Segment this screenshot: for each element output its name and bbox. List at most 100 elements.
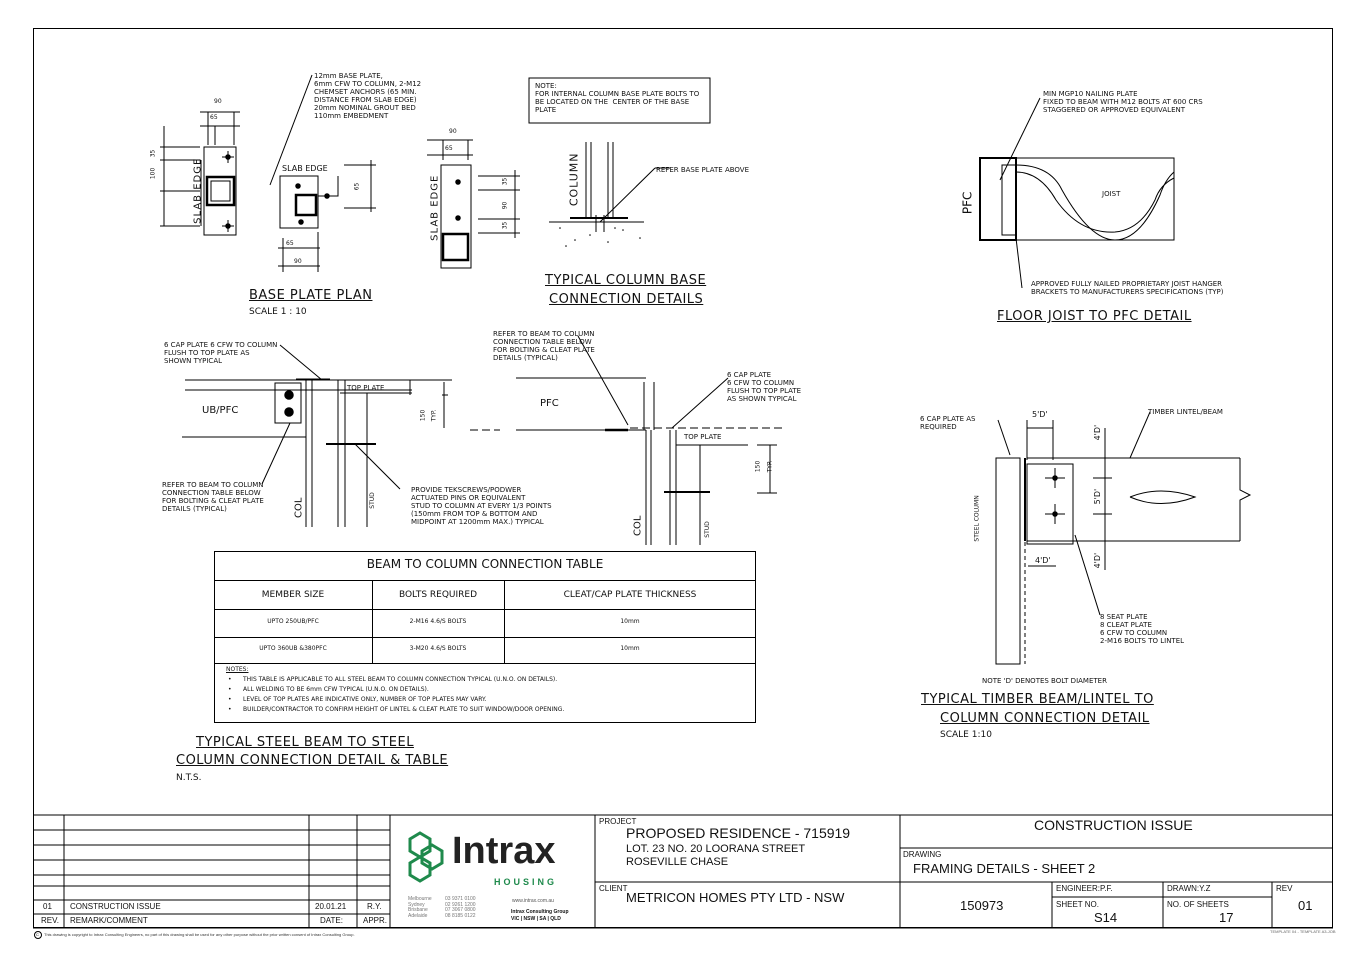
table-row-2-bolts: 3-M20 4.6/S BOLTS bbox=[409, 645, 467, 652]
client-name: METRICON HOMES PTY LTD - NSW bbox=[626, 890, 845, 905]
dim-65c: 65 bbox=[353, 182, 361, 191]
base-plate-scale: SCALE 1 : 10 bbox=[249, 307, 307, 317]
floor-joist-note-top: MIN MGP10 NAILING PLATE FIXED TO BEAM WI… bbox=[1043, 90, 1203, 115]
dim-4d-v-top: 4'D' bbox=[1093, 424, 1103, 441]
drawing-label: DRAWING bbox=[903, 850, 942, 859]
rev-header-remark: REMARK/COMMENT bbox=[70, 916, 148, 925]
table-row-1-thickness: 10mm bbox=[620, 618, 640, 625]
sheet-no-label: SHEET NO. bbox=[1056, 900, 1099, 909]
refer-base-plate: REFER BASE PLATE ABOVE bbox=[656, 166, 750, 174]
slab-edge-label-3: SLAB EDGE bbox=[429, 174, 441, 241]
refer-note-1: REFER TO BEAM TO COLUMN CONNECTION TABLE… bbox=[162, 481, 264, 514]
steel-beam-title-2: COLUMN CONNECTION DETAIL & TABLE bbox=[176, 753, 449, 768]
th-bolts: BOLTS REQUIRED bbox=[398, 590, 478, 600]
drawing-name: FRAMING DETAILS - SHEET 2 bbox=[913, 861, 1096, 876]
base-plate-3 bbox=[440, 164, 472, 269]
floor-joist-title: FLOOR JOIST TO PFC DETAIL bbox=[997, 309, 1192, 324]
stud-label-1: STUD bbox=[368, 492, 376, 509]
dim-90b: 90 bbox=[294, 258, 302, 265]
table-note-2: ALL WELDING TO BE 6mm CFW TYPICAL (U.N.O… bbox=[243, 686, 429, 693]
th-member-size: MEMBER SIZE bbox=[261, 590, 325, 600]
table-note-1: THIS TABLE IS APPLICABLE TO ALL STEEL BE… bbox=[243, 676, 558, 683]
floor-joist-note-bottom: APPROVED FULLY NAILED PROPRIETARY JOIST … bbox=[1031, 280, 1224, 297]
typ-2: TYP. bbox=[766, 460, 774, 473]
office-list: Melbourne Sydney Brisbane Adelaide bbox=[408, 896, 432, 919]
note-bullet-2: • bbox=[228, 686, 232, 693]
dim-90c: 90 bbox=[449, 128, 457, 135]
connection-table-title: BEAM TO COLUMN CONNECTION TABLE bbox=[366, 557, 604, 571]
rev-header-appr: APPR. bbox=[363, 916, 388, 925]
rev-row-1-date: 20.01.21 bbox=[315, 902, 347, 911]
cap-plate-note-2: 6 CAP PLATE 6 CFW TO COLUMN FLUSH TO TOP… bbox=[727, 371, 802, 404]
col-label-2: COL bbox=[632, 515, 644, 536]
intrax-logo-mark bbox=[408, 831, 444, 883]
rev-value: 01 bbox=[1298, 898, 1313, 913]
dim-4d-h: 4'D' bbox=[1035, 556, 1051, 565]
timber-scale: SCALE 1:10 bbox=[940, 730, 992, 740]
dim-90: 90 bbox=[214, 98, 222, 105]
pfc-label-2: PFC bbox=[540, 398, 559, 409]
table-note-3: LEVEL OF TOP PLATES ARE INDICATIVE ONLY,… bbox=[243, 696, 487, 703]
base-plate-1 bbox=[203, 146, 237, 236]
timber-cap-note: 6 CAP PLATE AS REQUIRED bbox=[920, 415, 976, 432]
base-plate-note: 12mm BASE PLATE, 6mm CFW TO COLUMN, 2-M1… bbox=[314, 72, 422, 121]
client-label: CLIENT bbox=[599, 884, 628, 893]
issue-status: CONSTRUCTION ISSUE bbox=[1034, 817, 1193, 833]
dim-35c: 35 bbox=[501, 177, 509, 186]
project-address-1: LOT. 23 NO. 20 LOORANA STREET bbox=[626, 843, 806, 855]
dim-150-1: 150 bbox=[419, 409, 427, 422]
column-base-title-2: CONNECTION DETAILS bbox=[549, 292, 704, 307]
group-name: Intrax Consulting Group bbox=[511, 909, 569, 915]
no-of-sheets-label: NO. OF SHEETS bbox=[1167, 900, 1229, 909]
column-label: COLUMN bbox=[567, 152, 581, 207]
note-bullet-1: • bbox=[228, 676, 232, 683]
timber-lintel-label: TIMBER LINTEL/BEAM bbox=[1148, 408, 1223, 416]
sheet-no: S14 bbox=[1094, 910, 1118, 925]
template-id: TEMPLATE 04 - TEMPLATE A3-JOB bbox=[1270, 929, 1336, 934]
stud-label-2: STUD bbox=[703, 521, 711, 538]
notes-label: NOTES: bbox=[226, 666, 249, 673]
rev-row-1-rev: 01 bbox=[43, 902, 52, 911]
project-name: PROPOSED RESIDENCE - 715919 bbox=[626, 825, 851, 841]
dim-100: 100 bbox=[149, 167, 157, 180]
bolt-diameter-note: NOTE 'D' DENOTES BOLT DIAMETER bbox=[982, 677, 1107, 685]
dim-65b: 65 bbox=[286, 240, 294, 247]
engineer: ENGINEER:P.F. bbox=[1056, 884, 1113, 893]
dim-35: 35 bbox=[149, 149, 157, 158]
table-row-2-member: UPTO 360UB &380PFC bbox=[259, 645, 327, 652]
column-base-note: NOTE: FOR INTERNAL COLUMN BASE PLATE BOL… bbox=[535, 82, 700, 115]
dim-65: 65 bbox=[210, 114, 218, 121]
project-label: PROJECT bbox=[599, 817, 637, 826]
typ-1: TYP. bbox=[430, 409, 438, 422]
table-row-2-thickness: 10mm bbox=[620, 645, 640, 652]
dim-150-2: 150 bbox=[754, 460, 762, 473]
steel-beam-nts: N.T.S. bbox=[176, 773, 202, 783]
dim-5d-h: 5'D' bbox=[1032, 410, 1048, 419]
states: VIC | NSW | SA | QLD bbox=[511, 916, 561, 922]
col-label-1: COL bbox=[293, 497, 305, 518]
dim-4d-v-bottom: 4'D' bbox=[1093, 552, 1103, 569]
refer-note-2: REFER TO BEAM TO COLUMN CONNECTION TABLE… bbox=[493, 330, 595, 363]
provide-note: PROVIDE TEKSCREWS/PODWER ACTUATED PINS O… bbox=[411, 486, 552, 527]
dim-35d: 35 bbox=[501, 221, 509, 230]
table-row-1-bolts: 2-M16 4.6/S BOLTS bbox=[409, 618, 467, 625]
column-base-title-1: TYPICAL COLUMN BASE bbox=[545, 273, 707, 288]
steel-beam-title-1: TYPICAL STEEL BEAM TO STEEL bbox=[196, 735, 414, 750]
joist-label: JOIST bbox=[1102, 190, 1121, 198]
top-plate-label-1: TOP PLATE bbox=[347, 384, 385, 392]
table-note-4: BUILDER/CONTRACTOR TO CONFIRM HEIGHT OF … bbox=[243, 706, 565, 713]
steel-column-label: STEEL COLUMN bbox=[973, 495, 981, 542]
intrax-logo: Intrax bbox=[452, 830, 556, 872]
slab-edge-label-1: SLAB EDGE bbox=[192, 157, 204, 224]
rev-row-1-remark: CONSTRUCTION ISSUE bbox=[70, 902, 161, 911]
phone-list: 03 9371 0100 02 9261 1200 07 3067 0800 0… bbox=[445, 896, 476, 919]
note-bullet-4: • bbox=[228, 706, 232, 713]
table-row-1-member: UPTO 250UB/PFC bbox=[267, 618, 319, 625]
timber-title-1: TYPICAL TIMBER BEAM/LINTEL TO bbox=[921, 692, 1154, 707]
dim-5d-v: 5'D' bbox=[1093, 488, 1103, 505]
column-section-1 bbox=[205, 175, 236, 207]
rev-row-1-appr: R.Y. bbox=[367, 902, 382, 911]
base-plate-title: BASE PLATE PLAN bbox=[249, 288, 373, 303]
note-bullet-3: • bbox=[228, 696, 232, 703]
dim-65d: 65 bbox=[445, 145, 453, 152]
